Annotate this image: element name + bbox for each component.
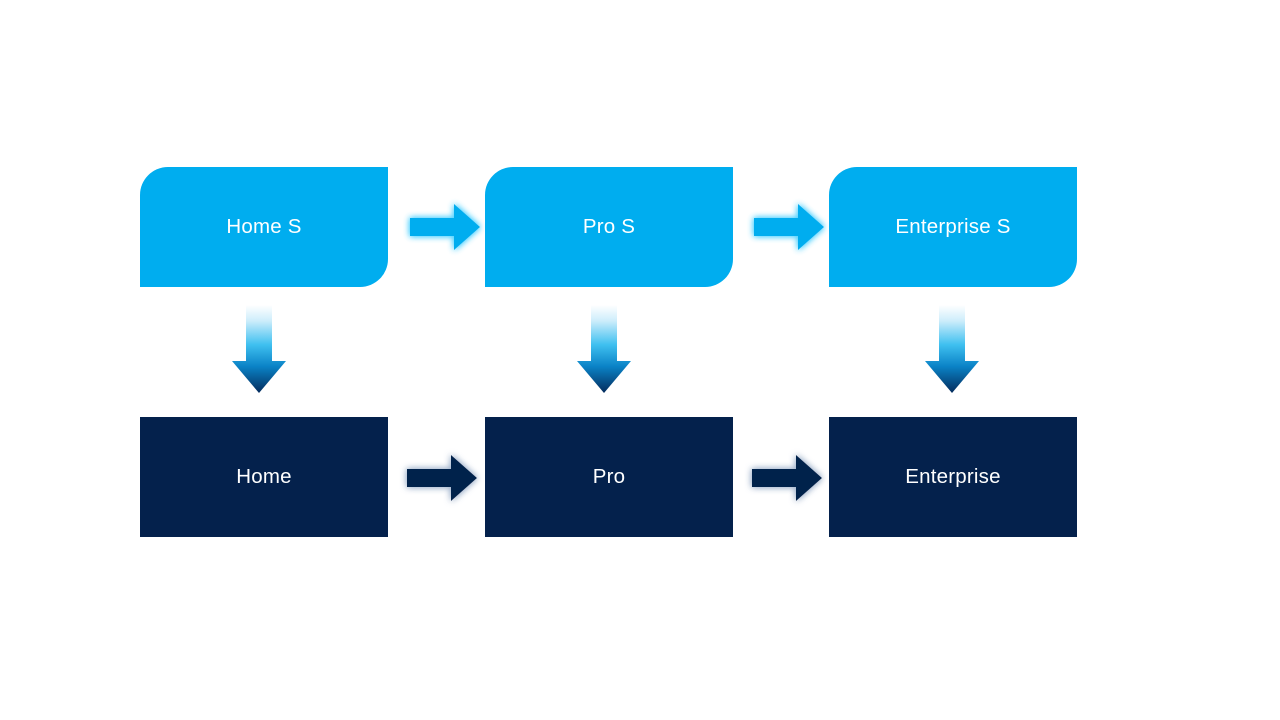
node-label: Pro S: [582, 214, 636, 238]
arrow-right-icon: [752, 201, 826, 253]
node-enterprise[interactable]: Enterprise: [829, 417, 1077, 537]
node-pro[interactable]: Pro: [485, 417, 733, 537]
node-label: Enterprise S: [895, 214, 1011, 238]
node-home[interactable]: Home: [140, 417, 388, 537]
arrow-down-icon: [574, 305, 634, 395]
arrow-down-icon: [922, 305, 982, 395]
node-label: Pro: [592, 464, 626, 488]
arrow-right-icon: [408, 201, 482, 253]
node-label: Home S: [226, 214, 302, 238]
arrow-down-icon: [229, 305, 289, 395]
node-label: Enterprise: [905, 464, 1001, 488]
arrow-right-icon: [405, 452, 479, 504]
node-enterprise-s[interactable]: Enterprise S: [829, 167, 1077, 287]
node-pro-s[interactable]: Pro S: [485, 167, 733, 287]
node-home-s[interactable]: Home S: [140, 167, 388, 287]
arrow-right-icon: [750, 452, 824, 504]
node-label: Home: [236, 464, 292, 488]
